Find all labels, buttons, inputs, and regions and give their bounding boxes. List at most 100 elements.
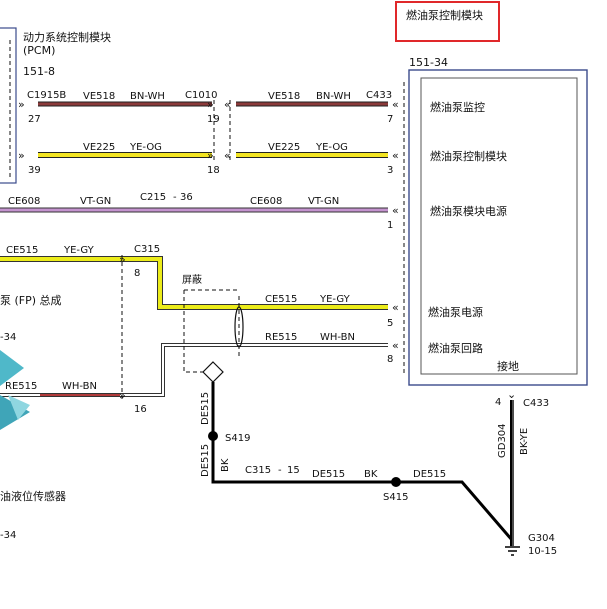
w1-pin-right: 7 bbox=[387, 114, 393, 125]
gnd-splice-b: S415 bbox=[383, 492, 408, 503]
fpcm-ref: 151-34 bbox=[409, 56, 448, 69]
w3-color-right: VT-GN bbox=[308, 196, 339, 207]
pcm-title-en: (PCM) bbox=[23, 44, 55, 57]
w1-conn-left: C1915B bbox=[27, 90, 66, 101]
w2-pin-left: 39 bbox=[28, 165, 41, 176]
gnd-circ-a: DE515 bbox=[200, 392, 211, 425]
w1-pin-left: 27 bbox=[28, 114, 41, 125]
gnd-circ-c: DE515 bbox=[312, 469, 345, 480]
gnd-splice-a: S419 bbox=[225, 433, 250, 444]
w4-pin-mid: 8 bbox=[134, 268, 140, 279]
w4-pin-right: 5 bbox=[387, 318, 393, 329]
fpcm-label-monitor: 燃油泵监控 bbox=[430, 100, 485, 114]
gnd-name: G304 bbox=[528, 533, 555, 544]
c1010-arrow-3: « bbox=[224, 98, 231, 111]
w1-pin-mid: 19 bbox=[207, 114, 220, 125]
gnd-color-b: BK bbox=[220, 458, 231, 472]
w5-pin-mid: 16 bbox=[134, 404, 147, 415]
c1010-arrow-4: « bbox=[224, 149, 231, 162]
wire-ve225[interactable]: 39 VE225 YE-OG 18 VE225 YE-OG 3 bbox=[28, 142, 393, 176]
w1-color-right: BN-WH bbox=[316, 91, 351, 102]
w3-circ-left: CE608 bbox=[8, 196, 40, 207]
highlight-title: 燃油泵控制模块 bbox=[406, 8, 483, 22]
left-level-sensor: 油液位传感器 bbox=[0, 489, 66, 503]
w1-conn-right: C433 bbox=[366, 90, 392, 101]
w4-circ-left: CE515 bbox=[6, 245, 38, 256]
fpcm-label-ground: 接地 bbox=[497, 360, 519, 373]
gnd-circ-b: DE515 bbox=[200, 444, 211, 477]
c1010-arrow-2: » bbox=[207, 149, 214, 162]
fpcm-label-pump-return: 燃油泵回路 bbox=[428, 341, 483, 355]
wire-ve518[interactable]: C1915B 27 VE518 BN-WH C1010 19 VE518 BN-… bbox=[27, 90, 393, 125]
gnd-color: BK-YE bbox=[519, 428, 530, 455]
w5-circ-left: RE515 bbox=[5, 381, 37, 392]
shield-drain-diamond bbox=[202, 361, 224, 383]
w4-arrow: « bbox=[392, 301, 399, 314]
w5-pin-right: 8 bbox=[387, 354, 393, 365]
wire-re515[interactable]: RE515 WH-BN 16 RE515 WH-BN 8 « » bbox=[0, 332, 399, 415]
w3-conn-mid: C215 bbox=[140, 192, 166, 203]
wire-ce515[interactable]: CE515 YE-GY C315 8 CE515 YE-GY 5 « » bbox=[0, 244, 399, 329]
gnd-color-c: BK bbox=[364, 469, 378, 480]
fpcm-module-inner bbox=[420, 77, 578, 375]
w2-circ-right: VE225 bbox=[268, 142, 300, 153]
w5-circ-right: RE515 bbox=[265, 332, 297, 343]
left-ref-b: -34 bbox=[0, 530, 16, 541]
w4-conn-mid: C315 bbox=[134, 244, 160, 255]
pcm-title: 动力系统控制模块 bbox=[23, 30, 111, 44]
left-fp-assembly: 泵 (FP) 总成 bbox=[0, 293, 62, 307]
w5-color-left: WH-BN bbox=[62, 381, 97, 392]
w5-arrow: « bbox=[392, 339, 399, 352]
w1-color-left: BN-WH bbox=[130, 91, 165, 102]
w2-color-right: YE-OG bbox=[315, 142, 348, 153]
gnd-pin: 4 bbox=[495, 397, 501, 408]
shield: 屏蔽 bbox=[182, 274, 244, 383]
w2-color-left: YE-OG bbox=[129, 142, 162, 153]
w2-pin-right: 3 bbox=[387, 165, 393, 176]
w4-circ-right: CE515 bbox=[265, 294, 297, 305]
fpcm-module-outer bbox=[408, 69, 588, 386]
gnd-conn-dash: - bbox=[278, 465, 282, 476]
splice-s419 bbox=[208, 431, 218, 441]
w3-color-left: VT-GN bbox=[80, 196, 111, 207]
fpcm-label-module-power: 燃油泵模块电源 bbox=[430, 204, 507, 218]
w3-pin-right: 1 bbox=[387, 220, 393, 231]
gnd-circ: GD304 bbox=[497, 423, 508, 458]
wire-ce608[interactable]: CE608 VT-GN C215 - 36 CE608 VT-GN 1 « bbox=[0, 192, 399, 231]
c315-arrow-1: » bbox=[119, 253, 126, 266]
pcm-arrow-1: » bbox=[18, 98, 25, 111]
gnd-conn: C315 bbox=[245, 465, 271, 476]
gnd-c433-arrow: ⌄ bbox=[507, 388, 516, 401]
splice-s415 bbox=[391, 477, 401, 487]
w3-conn-dash: - bbox=[173, 192, 177, 203]
highlight-box[interactable] bbox=[395, 1, 500, 42]
c433-arrow-2: « bbox=[392, 149, 399, 162]
w3-circ-right: CE608 bbox=[250, 196, 282, 207]
shield-label: 屏蔽 bbox=[182, 274, 202, 286]
fpcm-label-control: 燃油泵控制模块 bbox=[430, 149, 507, 163]
c1010-arrow-1: » bbox=[207, 98, 214, 111]
w3-conn-mid-pin: 36 bbox=[180, 192, 193, 203]
ground-path[interactable]: DE515 S419 DE515 BK C315 - 15 DE515 BK S… bbox=[200, 382, 557, 557]
w1-conn-mid: C1010 bbox=[185, 90, 217, 101]
left-ref-a: -34 bbox=[0, 332, 16, 343]
w2-circ-left: VE225 bbox=[83, 142, 115, 153]
fuel-pump-symbol bbox=[0, 350, 30, 430]
c433-arrow-1: « bbox=[392, 98, 399, 111]
w4-color-right: YE-GY bbox=[319, 294, 351, 305]
w1-circ-right: VE518 bbox=[268, 91, 300, 102]
w4-color-left: YE-GY bbox=[63, 245, 95, 256]
w2-pin-mid: 18 bbox=[207, 165, 220, 176]
gnd-ref: 10-15 bbox=[528, 546, 557, 557]
pcm-arrow-2: » bbox=[18, 149, 25, 162]
pcm-block bbox=[0, 27, 17, 184]
pcm-ref: 151-8 bbox=[23, 65, 55, 78]
gnd-circ-d: DE515 bbox=[413, 469, 446, 480]
fpcm-label-pump-power: 燃油泵电源 bbox=[428, 305, 483, 319]
w3-arrow: « bbox=[392, 204, 399, 217]
w5-color-right: WH-BN bbox=[320, 332, 355, 343]
w1-circ-left: VE518 bbox=[83, 91, 115, 102]
gnd-conn-pin: 15 bbox=[287, 465, 300, 476]
